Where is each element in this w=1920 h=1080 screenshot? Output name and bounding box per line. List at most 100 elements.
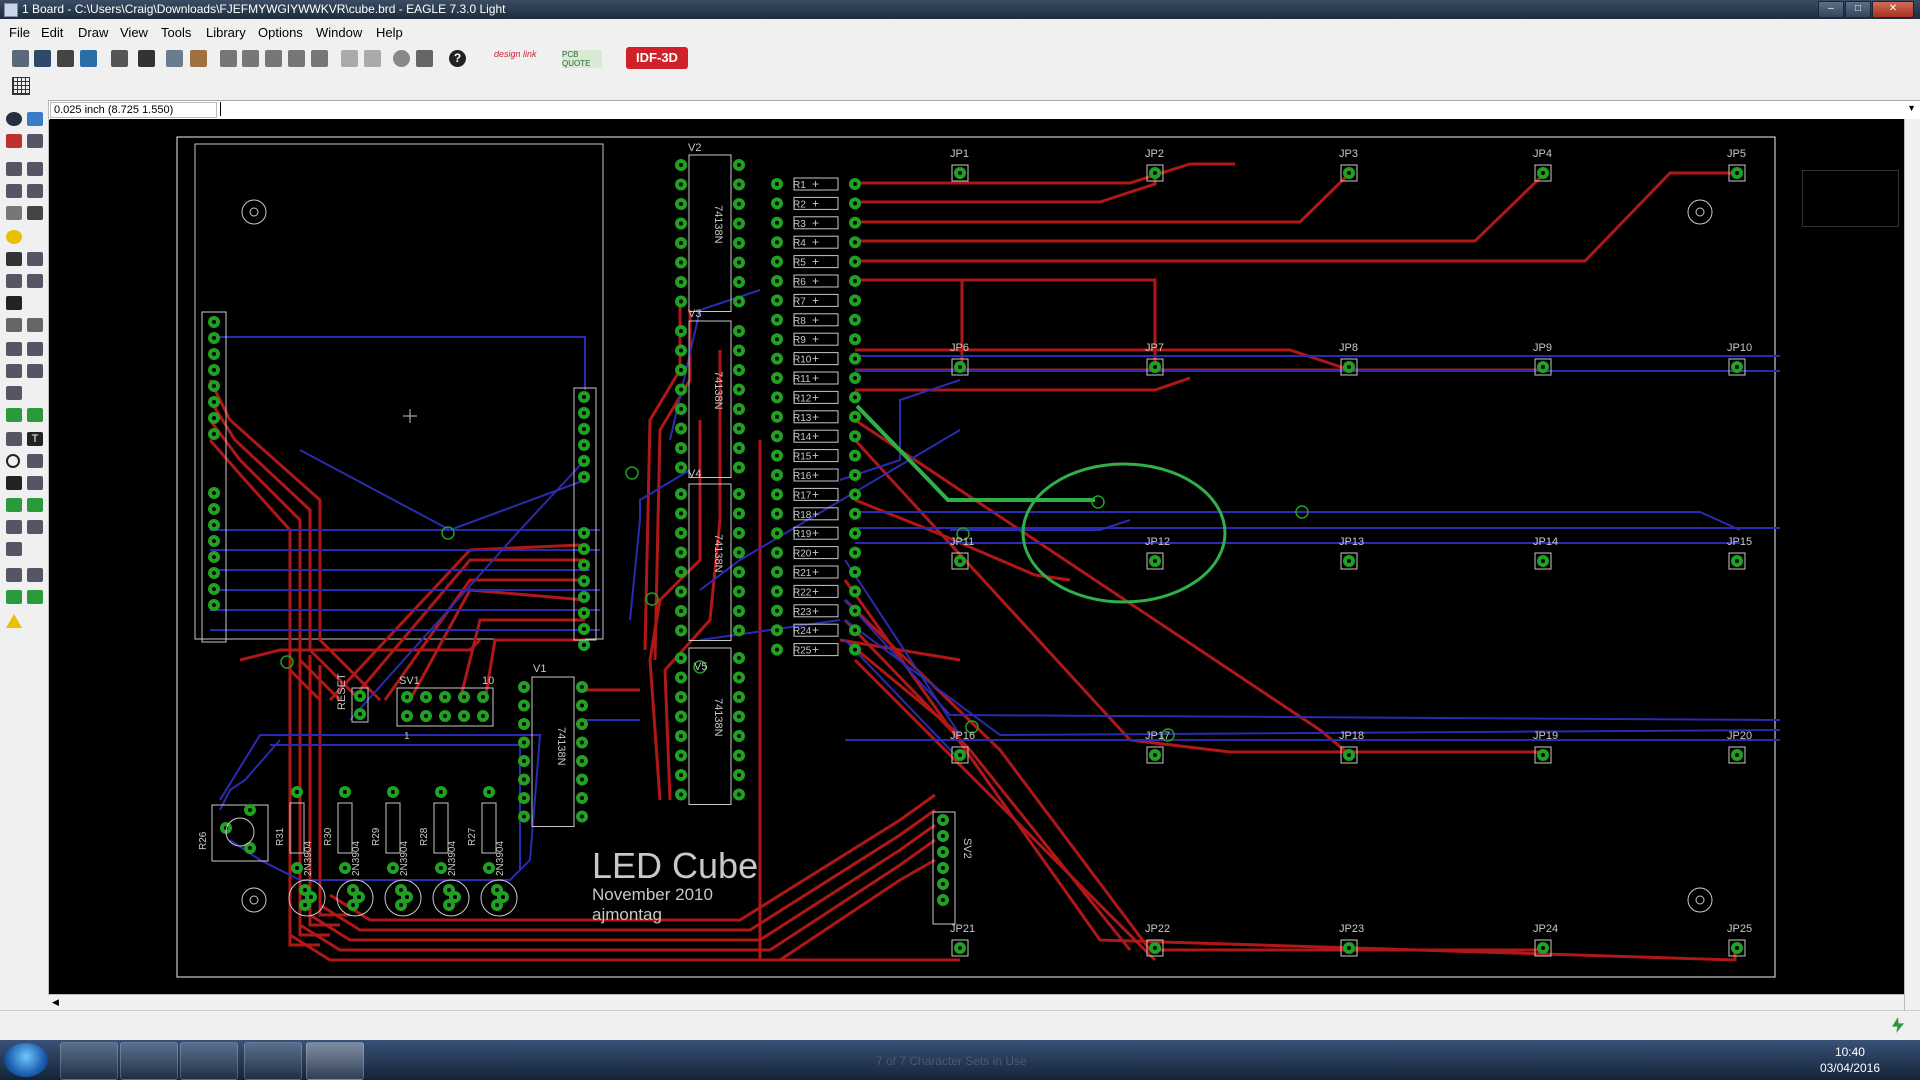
paste-icon[interactable] (6, 230, 22, 244)
resistor-plus: + (812, 429, 819, 443)
open-icon[interactable] (12, 50, 29, 67)
replace-icon[interactable] (27, 274, 43, 288)
split-icon[interactable] (6, 364, 22, 378)
menu-options[interactable]: Options (258, 25, 303, 40)
optimize-icon[interactable] (27, 364, 43, 378)
change-icon[interactable] (27, 206, 43, 220)
grid-icon[interactable] (12, 77, 30, 95)
info-icon[interactable] (6, 112, 22, 126)
zoom-out-icon[interactable] (265, 50, 282, 67)
warning-icon[interactable] (6, 614, 22, 628)
miter-icon[interactable] (27, 342, 43, 356)
print-icon[interactable] (57, 50, 74, 67)
add-icon[interactable] (27, 252, 43, 266)
mirror-icon[interactable] (6, 184, 22, 198)
scroll-left-icon[interactable]: ◀ (52, 997, 59, 1007)
drill-hole (958, 559, 962, 563)
drc-icon[interactable] (6, 590, 22, 604)
circle-icon[interactable] (6, 454, 20, 468)
delete-icon[interactable] (6, 252, 22, 266)
polygon-icon[interactable] (27, 476, 43, 490)
internet-explorer-taskbar-icon[interactable] (180, 1042, 238, 1080)
resistor-body (433, 802, 449, 854)
via-icon[interactable] (6, 498, 22, 512)
redo-icon[interactable] (364, 50, 381, 67)
errors-icon[interactable] (27, 590, 43, 604)
attribute-icon[interactable] (27, 520, 43, 534)
help-icon[interactable]: ? (449, 50, 466, 67)
script-icon[interactable] (138, 50, 155, 67)
arc-icon[interactable] (27, 454, 43, 468)
drill-hole (582, 395, 586, 399)
zoom-in-icon[interactable] (242, 50, 259, 67)
lock-icon[interactable] (6, 296, 22, 310)
command-input[interactable] (220, 102, 1911, 116)
menu-edit[interactable]: Edit (41, 25, 64, 40)
ripup-icon[interactable] (27, 408, 43, 422)
start-button[interactable] (4, 1043, 48, 1077)
board-icon[interactable] (166, 50, 183, 67)
drill-hole (737, 628, 741, 633)
undo-icon[interactable] (341, 50, 358, 67)
menu-library[interactable]: Library (206, 25, 246, 40)
explorer-taskbar-icon[interactable] (60, 1042, 118, 1080)
menu-window[interactable]: Window (316, 25, 363, 40)
rotate-icon[interactable] (27, 184, 43, 198)
horizontal-scrollbar[interactable]: ◀ (48, 994, 1905, 1011)
maximize-button[interactable]: □ (1845, 1, 1871, 18)
menu-help[interactable]: Help (376, 25, 403, 40)
group-icon[interactable] (6, 206, 22, 220)
show-icon[interactable] (27, 112, 43, 126)
close-button[interactable]: ✕ (1872, 1, 1914, 18)
mark-icon[interactable] (27, 134, 43, 148)
vertical-scrollbar[interactable] (1904, 119, 1920, 1010)
stop-icon[interactable] (393, 50, 410, 67)
go-icon[interactable] (416, 50, 433, 67)
drill-hole (679, 570, 683, 574)
menu-tools[interactable]: Tools (161, 25, 192, 40)
idf-3d-button[interactable]: IDF-3D (626, 47, 688, 69)
cam-icon[interactable] (80, 50, 97, 67)
system-clock[interactable]: 10:40 03/04/2016 (1820, 1044, 1880, 1076)
zoom-redraw-icon[interactable] (288, 50, 305, 67)
chrome-taskbar-icon[interactable] (244, 1042, 302, 1080)
display-icon[interactable] (6, 134, 22, 148)
route-icon[interactable] (6, 408, 22, 422)
resistor-body (793, 604, 839, 618)
ratsnest-icon[interactable] (6, 568, 22, 582)
pinswap-icon[interactable] (6, 274, 22, 288)
menu-view[interactable]: View (120, 25, 148, 40)
save-icon[interactable] (34, 50, 51, 67)
system-tray[interactable] (1700, 1052, 1810, 1068)
command-history-dropdown-icon[interactable]: ▼ (1907, 103, 1916, 113)
ulp-icon[interactable] (111, 50, 128, 67)
autorouter-icon[interactable] (27, 568, 43, 582)
wire-icon[interactable] (6, 432, 22, 446)
eagle-taskbar-icon[interactable] (306, 1042, 364, 1080)
design-link-button[interactable]: design link (494, 49, 537, 59)
copy-icon[interactable] (27, 162, 43, 176)
zoom-fit-icon[interactable] (220, 50, 237, 67)
media-player-taskbar-icon[interactable] (120, 1042, 178, 1080)
menu-file[interactable]: File (9, 25, 30, 40)
text-icon[interactable]: T (27, 432, 43, 446)
zoom-select-icon[interactable] (311, 50, 328, 67)
signal-icon[interactable] (27, 498, 43, 512)
value-icon[interactable] (27, 318, 43, 332)
dimension-icon[interactable] (6, 542, 22, 556)
hole-icon[interactable] (6, 520, 22, 534)
rect-icon[interactable] (6, 476, 22, 490)
smash-icon[interactable] (6, 342, 22, 356)
move-icon[interactable] (6, 162, 22, 176)
drill-hole (303, 903, 307, 907)
drill-hole (737, 753, 741, 758)
drill-hole (1347, 365, 1351, 369)
minimize-button[interactable]: – (1818, 1, 1844, 18)
name-icon[interactable] (6, 318, 22, 332)
drill-hole (775, 550, 779, 555)
pcb-quote-button[interactable]: PCB QUOTE (562, 50, 602, 68)
meander-icon[interactable] (6, 386, 22, 400)
schematic-icon[interactable] (190, 50, 207, 67)
menu-draw[interactable]: Draw (78, 25, 109, 40)
